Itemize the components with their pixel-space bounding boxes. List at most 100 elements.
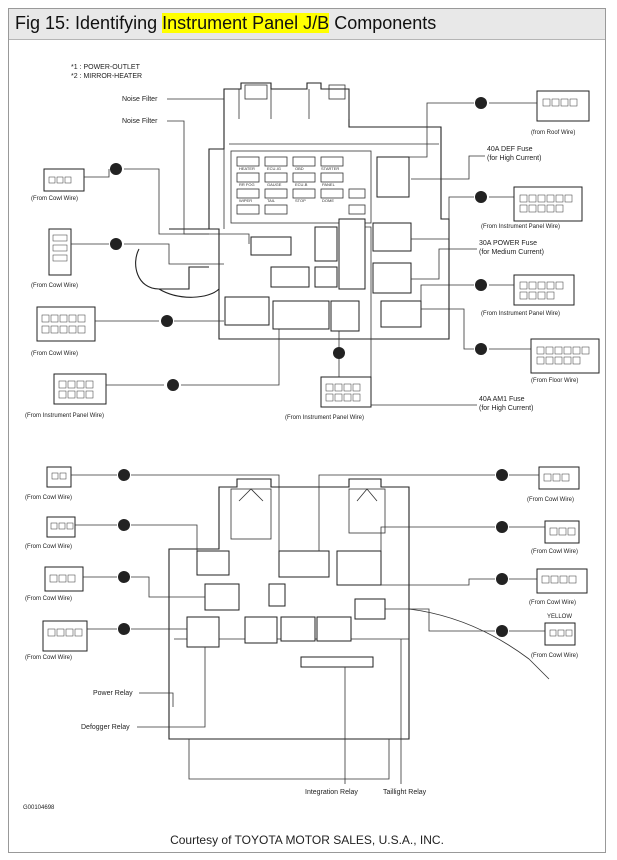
label-bottom-cowl-l2: (From Cowl Wire) (25, 544, 72, 550)
label-taillight-relay: Taillight Relay (383, 789, 427, 796)
connector-bottom-cowl-r2 (544, 520, 580, 544)
label-bottom-cowl-r4: (From Cowl Wire) (531, 653, 578, 659)
fuse-label-ecu-b: ECU-B (295, 182, 308, 187)
leader-ip-right-2 (420, 284, 514, 301)
connector-top-cowl-3 (36, 306, 96, 342)
callout-bottom-3 (118, 571, 130, 583)
callout-top-3 (161, 315, 173, 327)
label-bottom-cowl-l4: (From Cowl Wire) (25, 655, 72, 661)
callout-bottom-4 (118, 623, 130, 635)
top-fuse-block: HEATER ECU-IG OBD STARTER RR FOG GAUGE E… (230, 150, 372, 224)
fuse-label-panel: PANEL (322, 182, 336, 187)
label-integration-relay: Integration Relay (305, 789, 358, 796)
connector-bottom-cowl-l1 (46, 466, 72, 488)
title-bar: Fig 15: Identifying Instrument Panel J/B… (9, 9, 605, 40)
leader-bottom-cowl-l2 (75, 524, 198, 551)
top-bracket (135, 228, 220, 298)
label-power-fuse-2: (for Medium Current) (479, 249, 544, 256)
label-bottom-cowl-r2: (From Cowl Wire) (531, 549, 578, 555)
title-suffix: Components (329, 13, 437, 33)
callout-top-7 (475, 279, 487, 291)
leader-power-relay (139, 692, 174, 707)
label-power-relay: Power Relay (93, 690, 133, 697)
fuse-label-starter: STARTER (321, 166, 339, 171)
fuse-label-stop: STOP (295, 198, 306, 203)
top-jb-body (208, 82, 450, 340)
label-ip-right-1: (From Instrument Panel Wire) (481, 224, 560, 230)
callout-bottom-7 (496, 573, 508, 585)
callout-top-4 (167, 379, 179, 391)
label-def-fuse-2: (for High Current) (487, 155, 541, 162)
leader-bottom-cowl-r4 (385, 608, 545, 632)
leader-bottom-cowl-l3 (83, 576, 205, 598)
leader-def-fuse (411, 155, 485, 180)
leader-floor (421, 308, 531, 350)
callout-bottom-6 (496, 521, 508, 533)
fuse-label-wiper: WIPER (239, 198, 252, 203)
title-highlight: Instrument Panel J/B (162, 13, 330, 33)
connector-bottom-cowl-r1 (538, 466, 580, 490)
figure-code: G00104698 (23, 805, 55, 811)
connector-bottom-cowl-l3 (44, 566, 84, 592)
connector-floor (530, 338, 600, 374)
label-power-fuse-1: 30A POWER Fuse (479, 240, 537, 247)
label-noise-filter-1: Noise Filter (122, 96, 158, 103)
figure-frame: Fig 15: Identifying Instrument Panel J/B… (8, 8, 606, 853)
callout-bottom-1 (118, 469, 130, 481)
label-top-cowl-1: (From Cowl Wire) (31, 196, 78, 202)
connector-roof (536, 90, 590, 122)
bottom-relay-sockets (186, 550, 386, 668)
connector-top-cowl-2 (48, 228, 72, 276)
leader-bottom-cowl-r3 (381, 578, 537, 586)
connector-bottom-cowl-l4 (42, 620, 88, 652)
note-power-outlet: *1 : POWER-OUTLET (71, 64, 141, 71)
connector-top-cowl-1 (43, 168, 85, 192)
label-ip-bottom-left: (From Instrument Panel Wire) (25, 413, 104, 419)
label-defogger-relay: Defogger Relay (81, 724, 130, 731)
callout-top-2 (110, 238, 122, 250)
fuse-label-rr-fog: RR FOG (239, 182, 255, 187)
figure-title: Fig 15: Identifying Instrument Panel J/B… (15, 13, 436, 34)
label-top-cowl-3: (From Cowl Wire) (31, 351, 78, 357)
fuse-label-dome: DOME (322, 198, 334, 203)
connector-ip-right-1 (513, 186, 583, 222)
leader-bottom-cowl-l1 (71, 474, 280, 551)
leader-top-cowl-1 (84, 168, 250, 244)
label-noise-filter-2: Noise Filter (122, 118, 158, 125)
note-mirror-heater: *2 : MIRROR-HEATER (71, 73, 142, 80)
fuse-label-heater: HEATER (239, 166, 255, 171)
label-floor: (From Floor Wire) (531, 378, 578, 384)
label-bottom-cowl-r1: (From Cowl Wire) (527, 497, 574, 503)
label-bottom-cowl-l3: (From Cowl Wire) (25, 596, 72, 602)
connector-ip-right-2 (513, 274, 575, 306)
callout-top-1 (110, 163, 122, 175)
leader-defogger-relay (137, 647, 206, 728)
callout-top-6 (475, 191, 487, 203)
leader-am1-fuse (365, 226, 477, 406)
callout-top-8 (475, 343, 487, 355)
connector-bottom-cowl-l2 (46, 516, 76, 538)
label-roof: (from Roof Wire) (531, 130, 575, 136)
callout-bottom-5 (496, 469, 508, 481)
label-am1-fuse-1: 40A AM1 Fuse (479, 396, 525, 403)
label-bottom-cowl-r3: (From Cowl Wire) (529, 600, 576, 606)
callout-bottom-2 (118, 519, 130, 531)
leader-power-fuse (411, 248, 477, 280)
label-bottom-cowl-l1: (From Cowl Wire) (25, 495, 72, 501)
leader-top-cowl-2 (71, 243, 224, 265)
connector-bottom-cowl-r4 (544, 622, 576, 646)
fuse-label-obd: OBD (295, 166, 304, 171)
fuse-label-ecu-ig: ECU-IG (267, 166, 281, 171)
connector-bottom-cowl-r3 (536, 568, 588, 594)
label-def-fuse-1: 40A DEF Fuse (487, 146, 533, 153)
label-top-cowl-2: (From Cowl Wire) (31, 283, 78, 289)
callout-top-5 (475, 97, 487, 109)
leader-ip-bottom-left (106, 329, 280, 386)
callout-top-9 (333, 347, 345, 359)
leader-ip-right-1 (411, 196, 514, 240)
callout-bottom-8 (496, 625, 508, 637)
top-relay-sockets (224, 156, 422, 332)
courtesy-text: Courtesy of TOYOTA MOTOR SALES, U.S.A., … (170, 833, 444, 847)
label-ip-bottom-center: (From Instrument Panel Wire) (285, 415, 364, 421)
leader-bottom-cowl-r2 (380, 526, 545, 551)
